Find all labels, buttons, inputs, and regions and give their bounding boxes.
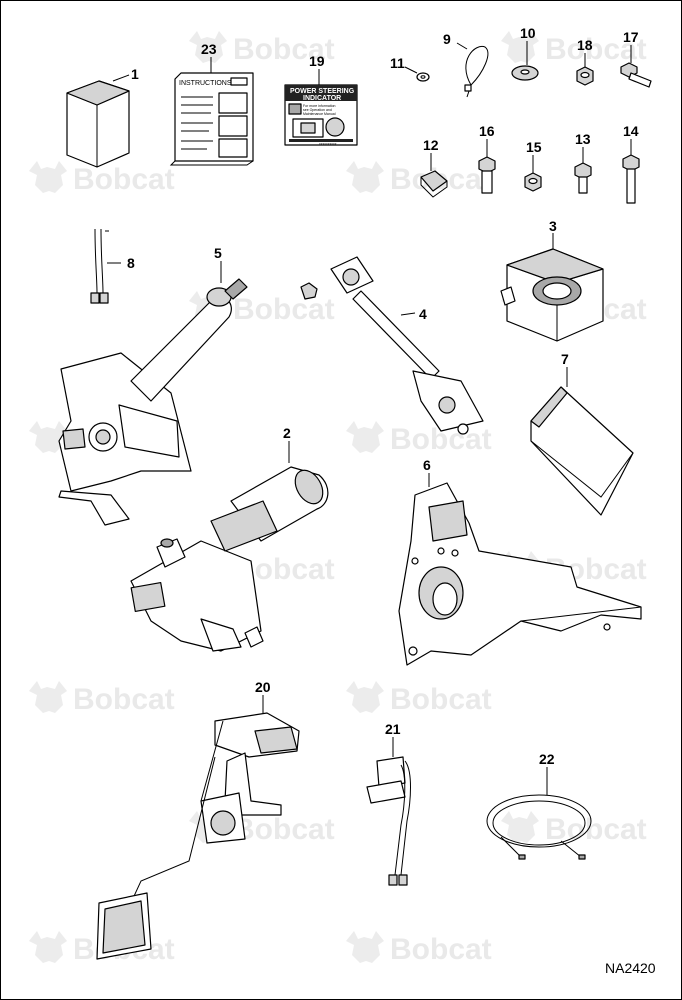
part-17-bolt — [620, 62, 652, 88]
watermark-text: Bobcat — [233, 813, 335, 846]
part-2-motor-assembly — [130, 466, 329, 652]
label-2: 2 — [283, 425, 291, 441]
part-23-instructions-sheet: INSTRUCTIONS — [169, 72, 254, 166]
watermark-text: Bobcat — [390, 933, 492, 966]
label-17: 17 — [623, 29, 639, 45]
decal-fine-2: see Operation and — [303, 108, 332, 112]
part-12-clip — [420, 170, 448, 198]
part-18-nut — [576, 66, 594, 86]
watermark-logo — [29, 931, 67, 963]
watermark-text: Bobcat — [545, 813, 647, 846]
label-13: 13 — [575, 131, 591, 147]
label-12: 12 — [423, 137, 439, 153]
watermark-text: Bobcat — [545, 33, 647, 66]
watermark-logo — [346, 931, 384, 963]
instructions-title: INSTRUCTIONS — [179, 80, 232, 87]
label-20: 20 — [255, 679, 271, 695]
watermark-logo — [346, 421, 384, 453]
part-21-sensor-harness — [366, 756, 411, 886]
label-19: 19 — [309, 53, 325, 69]
decal-part-number: xxxxxxxxxx — [319, 142, 337, 146]
part-13-bolt — [574, 162, 592, 194]
part-6-mounting-plate — [398, 482, 642, 666]
part-7-cover-bracket — [530, 386, 634, 516]
label-21: 21 — [385, 721, 401, 737]
label-3: 3 — [549, 218, 557, 234]
label-16: 16 — [479, 123, 495, 139]
leader-9 — [456, 42, 468, 50]
label-18: 18 — [577, 37, 593, 53]
label-9: 9 — [443, 31, 451, 47]
watermark-text: Bobcat — [233, 33, 335, 66]
label-8: 8 — [127, 255, 135, 271]
part-5-steering-column — [58, 278, 248, 526]
decal-fine-1: For more information — [303, 104, 336, 108]
watermark-text: Bobcat — [233, 293, 335, 326]
part-15-nut — [524, 172, 542, 192]
watermark-text: Bobcat — [73, 683, 175, 716]
watermark-logo — [346, 681, 384, 713]
leader-1 — [112, 74, 130, 82]
drawing-code: NA2420 — [605, 960, 656, 976]
watermark-text: Bobcat — [390, 683, 492, 716]
watermark-logo — [29, 681, 67, 713]
watermark-text: Bobcat — [73, 163, 175, 196]
label-5: 5 — [214, 245, 222, 261]
part-1-box — [66, 80, 130, 168]
part-20-pedal-assembly — [96, 712, 300, 960]
part-11-washer — [416, 72, 430, 82]
part-3-controller-module — [500, 248, 604, 342]
part-22-wire-loop — [486, 794, 592, 860]
watermark-logo — [29, 161, 67, 193]
label-4: 4 — [419, 306, 427, 322]
label-15: 15 — [526, 139, 542, 155]
label-6: 6 — [423, 457, 431, 473]
leader-4 — [400, 312, 416, 316]
decal-line-1: POWER STEERING — [290, 88, 355, 95]
part-9-cable-tie — [464, 45, 489, 98]
part-8-wire-harness — [90, 228, 109, 304]
watermark-layer: Bobcat Bobcat Bobcat Bobcat Bobcat Bobca… — [29, 31, 647, 966]
watermark-logo — [346, 161, 384, 193]
label-7: 7 — [561, 351, 569, 367]
label-14: 14 — [623, 123, 639, 139]
leader-11 — [404, 66, 418, 74]
part-19-decal: POWER STEERING INDICATOR For more inform… — [284, 84, 358, 146]
part-16-bolt — [478, 156, 496, 194]
label-11: 11 — [390, 55, 405, 71]
part-10-flat-washer — [511, 65, 539, 81]
decal-line-2: INDICATOR — [303, 95, 341, 102]
label-10: 10 — [520, 25, 536, 41]
label-23: 23 — [201, 41, 217, 57]
label-1: 1 — [131, 66, 139, 82]
part-4-intermediate-shaft — [300, 256, 484, 435]
part-14-long-bolt — [622, 154, 640, 204]
decal-fine-3: Maintenance Manual — [303, 112, 336, 116]
label-22: 22 — [539, 751, 555, 767]
